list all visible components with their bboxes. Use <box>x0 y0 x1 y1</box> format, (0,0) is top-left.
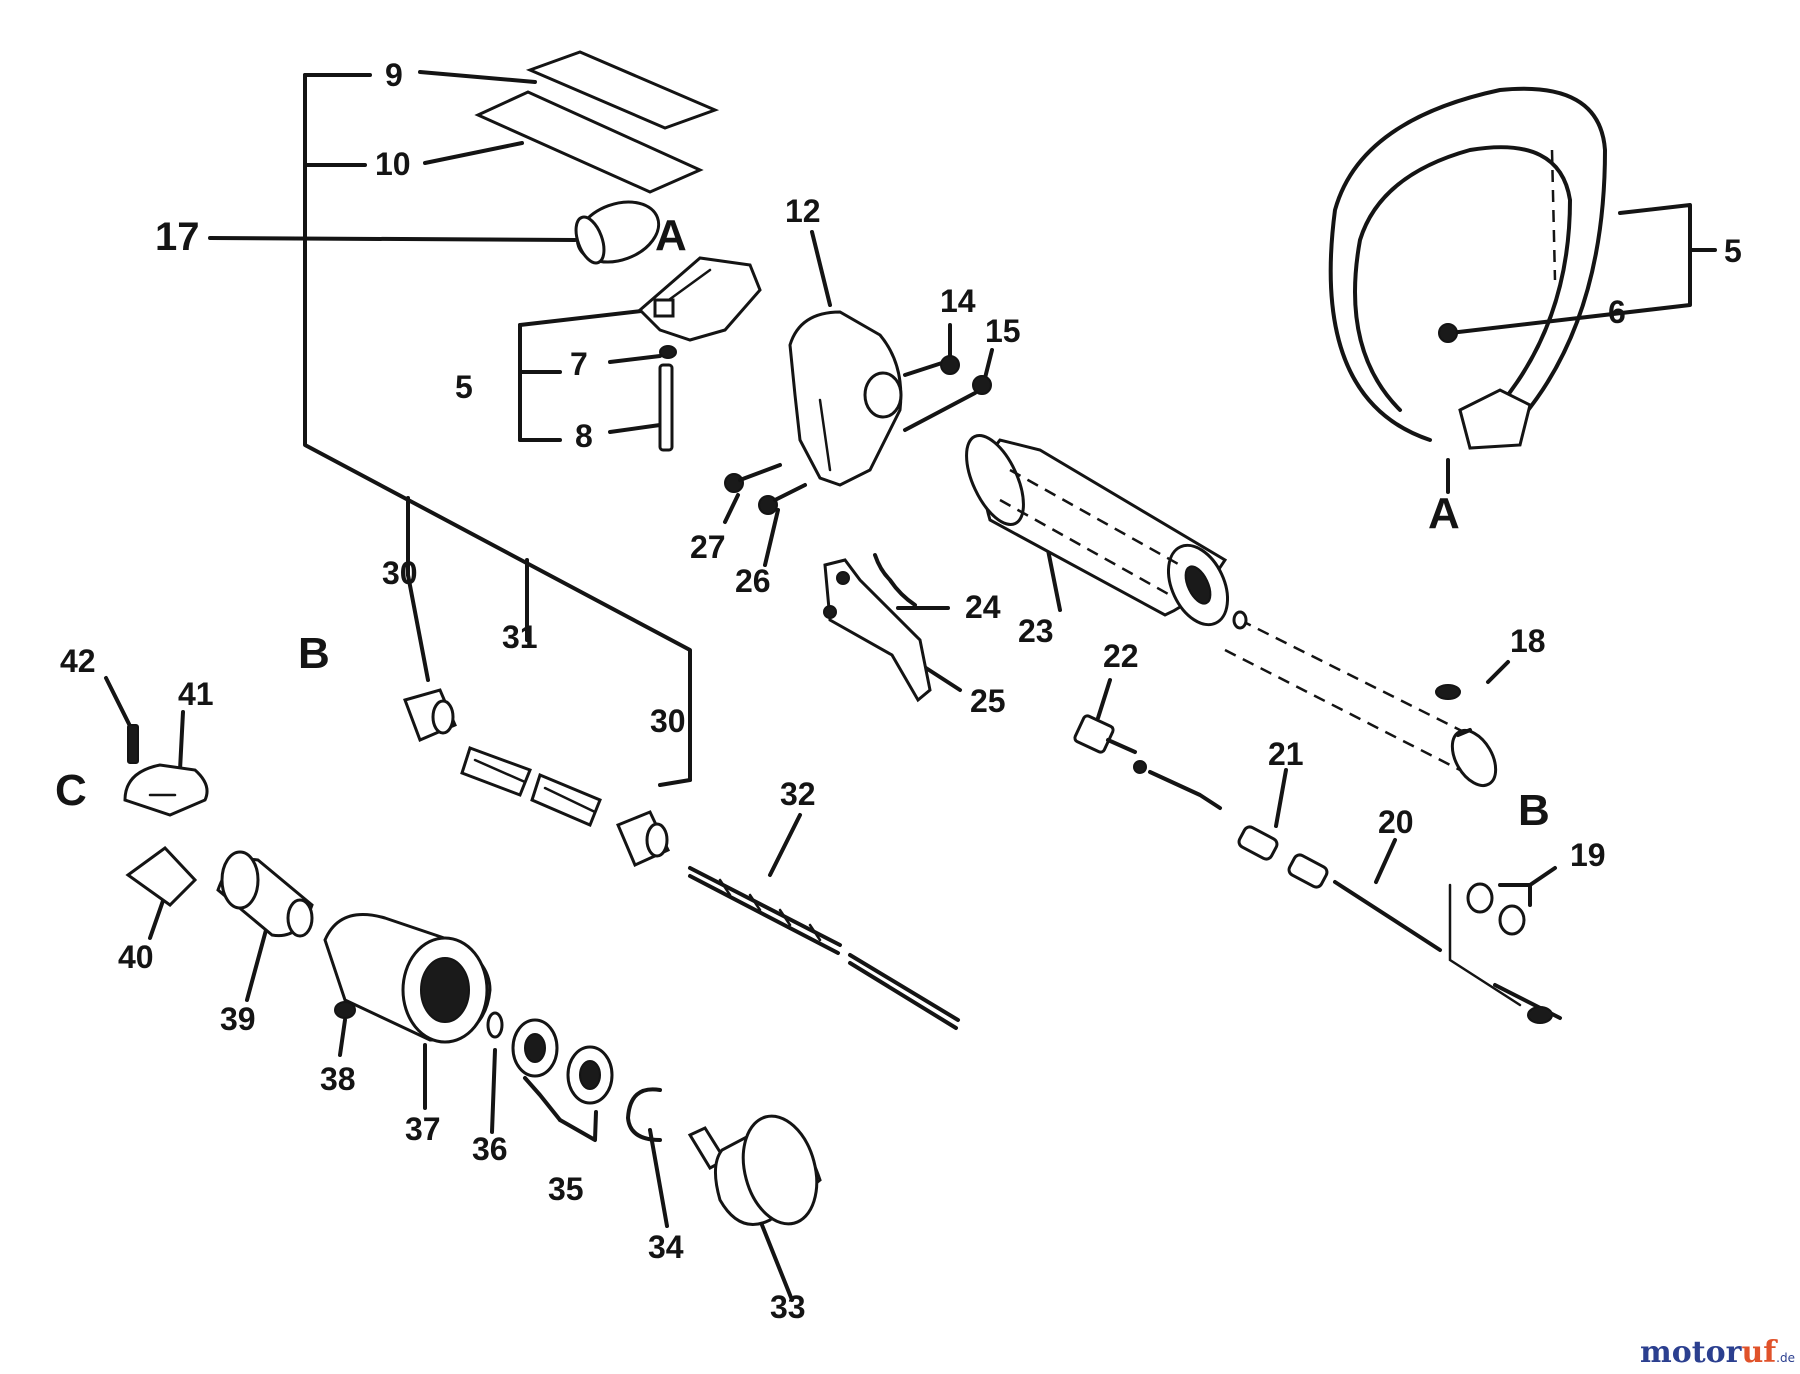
label-9: 9 <box>385 57 403 93</box>
label-20: 20 <box>1378 804 1414 840</box>
part-21-connector <box>1148 770 1329 889</box>
label-5-bracket: 5 <box>455 369 473 405</box>
part-17-sleeve <box>574 200 661 265</box>
label-31: 31 <box>502 619 538 655</box>
part-34-circlip <box>626 1087 662 1142</box>
label-17: 17 <box>155 215 200 259</box>
label-35: 35 <box>548 1171 584 1207</box>
part-20-wire <box>1333 880 1562 1024</box>
label-38: 38 <box>320 1061 356 1097</box>
label-41: 41 <box>178 676 214 712</box>
part-41-clamp <box>123 763 209 817</box>
part-40-clamp-half <box>125 846 198 907</box>
part-38-clip <box>334 1001 356 1019</box>
label-32: 32 <box>780 776 816 812</box>
plate-10 <box>474 90 704 194</box>
part-23-grip <box>965 434 1230 627</box>
part-27-screw <box>724 463 782 493</box>
label-7: 7 <box>570 346 588 382</box>
label-39: 39 <box>220 1001 256 1037</box>
part-32-drive-shaft <box>688 866 960 1030</box>
part-37-gear-head <box>323 913 492 1044</box>
label-26: 26 <box>735 563 771 599</box>
part-8-bolt <box>658 363 674 452</box>
part-22-bolt <box>1073 714 1147 774</box>
part-14-nut <box>940 355 960 375</box>
watermark-brand-b: uf <box>1741 1335 1778 1370</box>
part-35-bearings <box>511 1018 614 1105</box>
part-7-nut <box>659 345 677 359</box>
label-24: 24 <box>965 589 1001 625</box>
view-a-top: A <box>655 211 687 260</box>
label-30-lower: 30 <box>650 703 686 739</box>
label-12: 12 <box>785 193 821 229</box>
label-5-loop: 5 <box>1724 233 1742 269</box>
part-33-cup <box>687 1114 822 1226</box>
watermark-logo: motoruf.de <box>1640 1335 1795 1370</box>
leader-lines <box>104 70 1717 1302</box>
svg-text:motoruf.de: motoruf.de <box>1640 1335 1795 1370</box>
view-b-right: B <box>1518 786 1550 835</box>
part-15-nut <box>972 375 992 395</box>
label-22: 22 <box>1103 638 1139 674</box>
part-5-loop-handle <box>1328 86 1607 450</box>
label-6: 6 <box>1608 294 1626 330</box>
handle-clamp-upper <box>637 256 762 342</box>
part-36-ring <box>486 1011 504 1039</box>
label-36: 36 <box>472 1131 508 1167</box>
label-30-upper: 30 <box>382 555 418 591</box>
label-10: 10 <box>375 146 411 182</box>
plate-9 <box>525 50 720 130</box>
part-31-rollers <box>460 746 602 827</box>
part-30-bushing-lower <box>616 810 671 868</box>
watermark-brand-a: motor <box>1640 1335 1743 1370</box>
part-18-shaft-tube <box>1224 610 1498 787</box>
part-25-lever <box>823 558 932 703</box>
view-c-left: C <box>55 766 87 815</box>
part-30-bushing-upper <box>403 688 457 742</box>
label-25: 25 <box>970 683 1006 719</box>
part-39-tube <box>216 850 314 938</box>
label-42: 42 <box>60 643 96 679</box>
part-19-washers <box>1466 882 1526 936</box>
view-b-left: B <box>298 629 330 678</box>
label-37: 37 <box>405 1111 441 1147</box>
label-18: 18 <box>1510 623 1546 659</box>
label-34: 34 <box>648 1229 684 1265</box>
part-26-screw <box>758 483 807 515</box>
label-23: 23 <box>1018 613 1054 649</box>
label-33: 33 <box>770 1289 806 1325</box>
view-a-bottom: A <box>1428 489 1460 538</box>
part-42-screw <box>127 724 139 764</box>
label-40: 40 <box>118 939 154 975</box>
label-8: 8 <box>575 418 593 454</box>
label-14: 14 <box>940 283 976 319</box>
label-27: 27 <box>690 529 726 565</box>
view-letters: A A B B C <box>55 211 1550 835</box>
label-19: 19 <box>1570 837 1606 873</box>
part-12-throttle-housing <box>788 310 903 487</box>
label-21: 21 <box>1268 736 1304 772</box>
part-labels: 9 10 17 5 7 8 12 14 15 27 26 24 23 25 22… <box>60 57 1742 1325</box>
label-15: 15 <box>985 313 1021 349</box>
part-24-spring <box>873 553 917 607</box>
watermark-suffix: .de <box>1776 1351 1795 1365</box>
